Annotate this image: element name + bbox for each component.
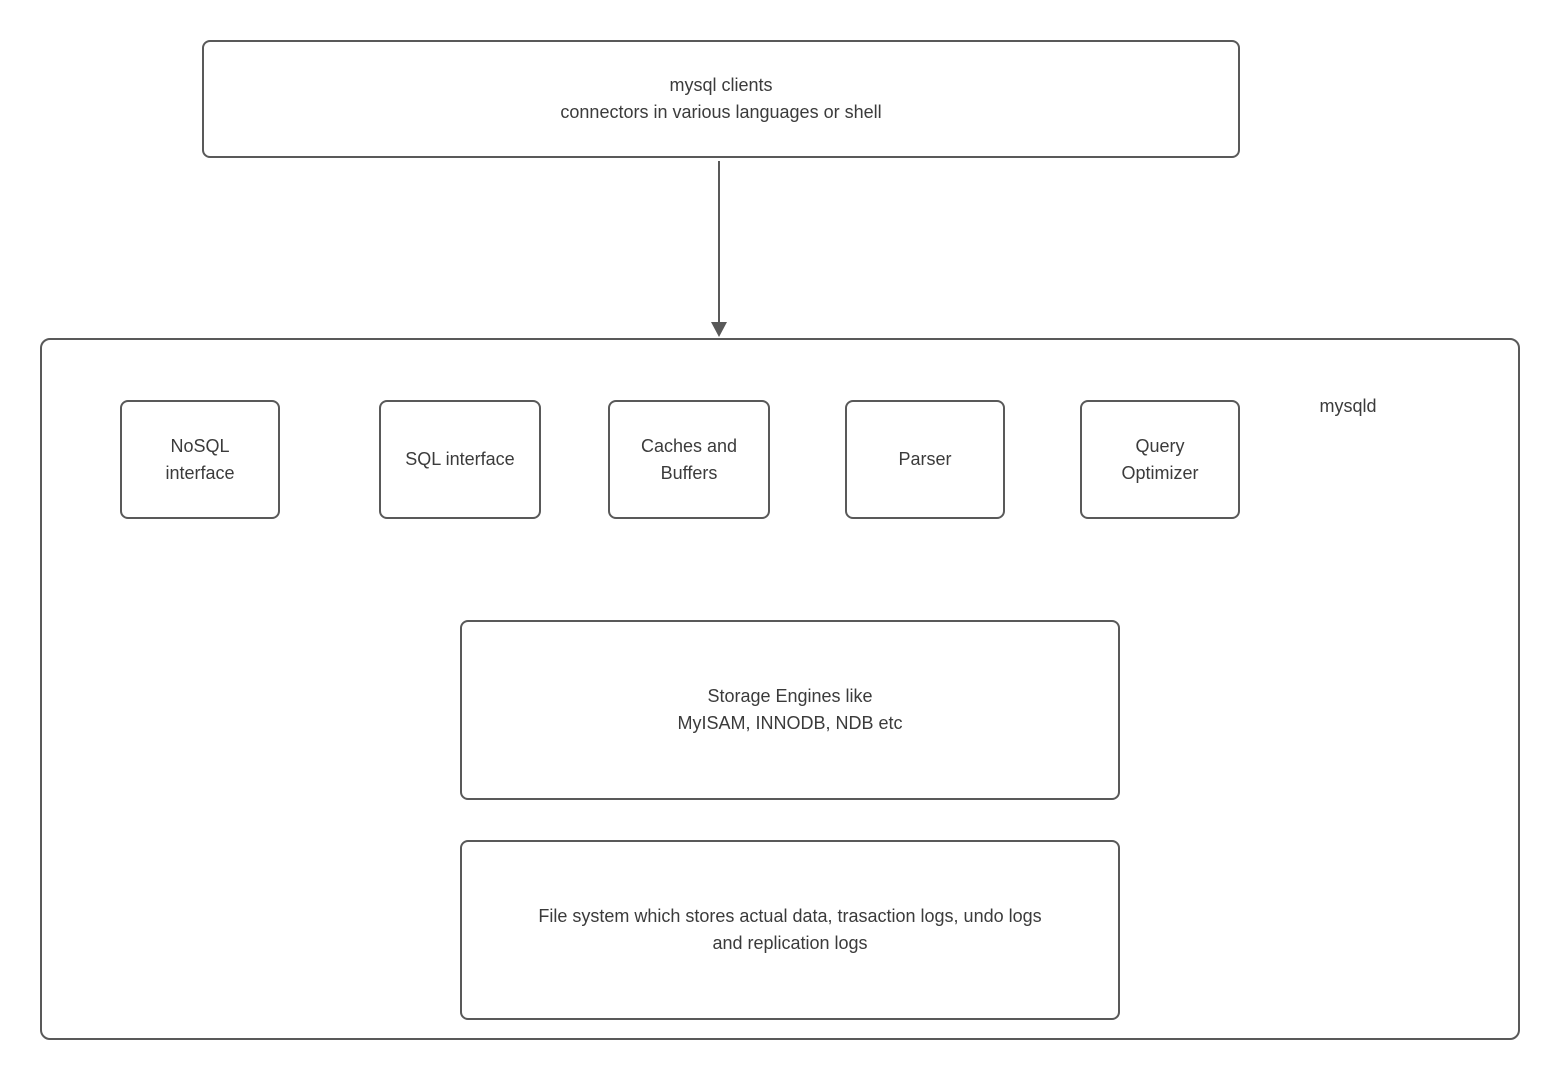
flow-arrow-head-icon <box>711 322 727 337</box>
caches-and-buffers-line2: Buffers <box>660 462 718 483</box>
query-optimizer-line2: Optimizer <box>1121 462 1199 483</box>
query-optimizer-line1: Query <box>1135 435 1185 456</box>
mysqld-label: mysqld <box>1319 396 1377 416</box>
file-system-line2: and replication logs <box>712 933 868 953</box>
parser-line1: Parser <box>898 449 952 469</box>
mysql-clients-box: mysql clients connectors in various lang… <box>202 40 1240 158</box>
caches-and-buffers-box: Caches and Buffers <box>608 400 770 519</box>
nosql-interface-line2: interface <box>165 462 235 483</box>
flow-arrow-line <box>718 161 720 324</box>
nosql-interface-box: NoSQL interface <box>120 400 280 519</box>
storage-engines-line1: Storage Engines like <box>707 686 873 706</box>
storage-engines-box: Storage Engines like MyISAM, INNODB, NDB… <box>460 620 1120 800</box>
sql-interface-line1: SQL interface <box>405 449 515 469</box>
caches-and-buffers-line1: Caches and <box>640 435 738 456</box>
file-system-box: File system which stores actual data, tr… <box>460 840 1120 1020</box>
parser-box: Parser <box>845 400 1005 519</box>
mysql-clients-line1: mysql clients <box>669 75 773 95</box>
file-system-line1: File system which stores actual data, tr… <box>538 906 1042 926</box>
query-optimizer-box: Query Optimizer <box>1080 400 1240 519</box>
sql-interface-box: SQL interface <box>379 400 541 519</box>
mysql-clients-line2: connectors in various languages or shell <box>560 102 882 122</box>
nosql-interface-line1: NoSQL <box>170 435 230 456</box>
storage-engines-line2: MyISAM, INNODB, NDB etc <box>677 713 903 733</box>
